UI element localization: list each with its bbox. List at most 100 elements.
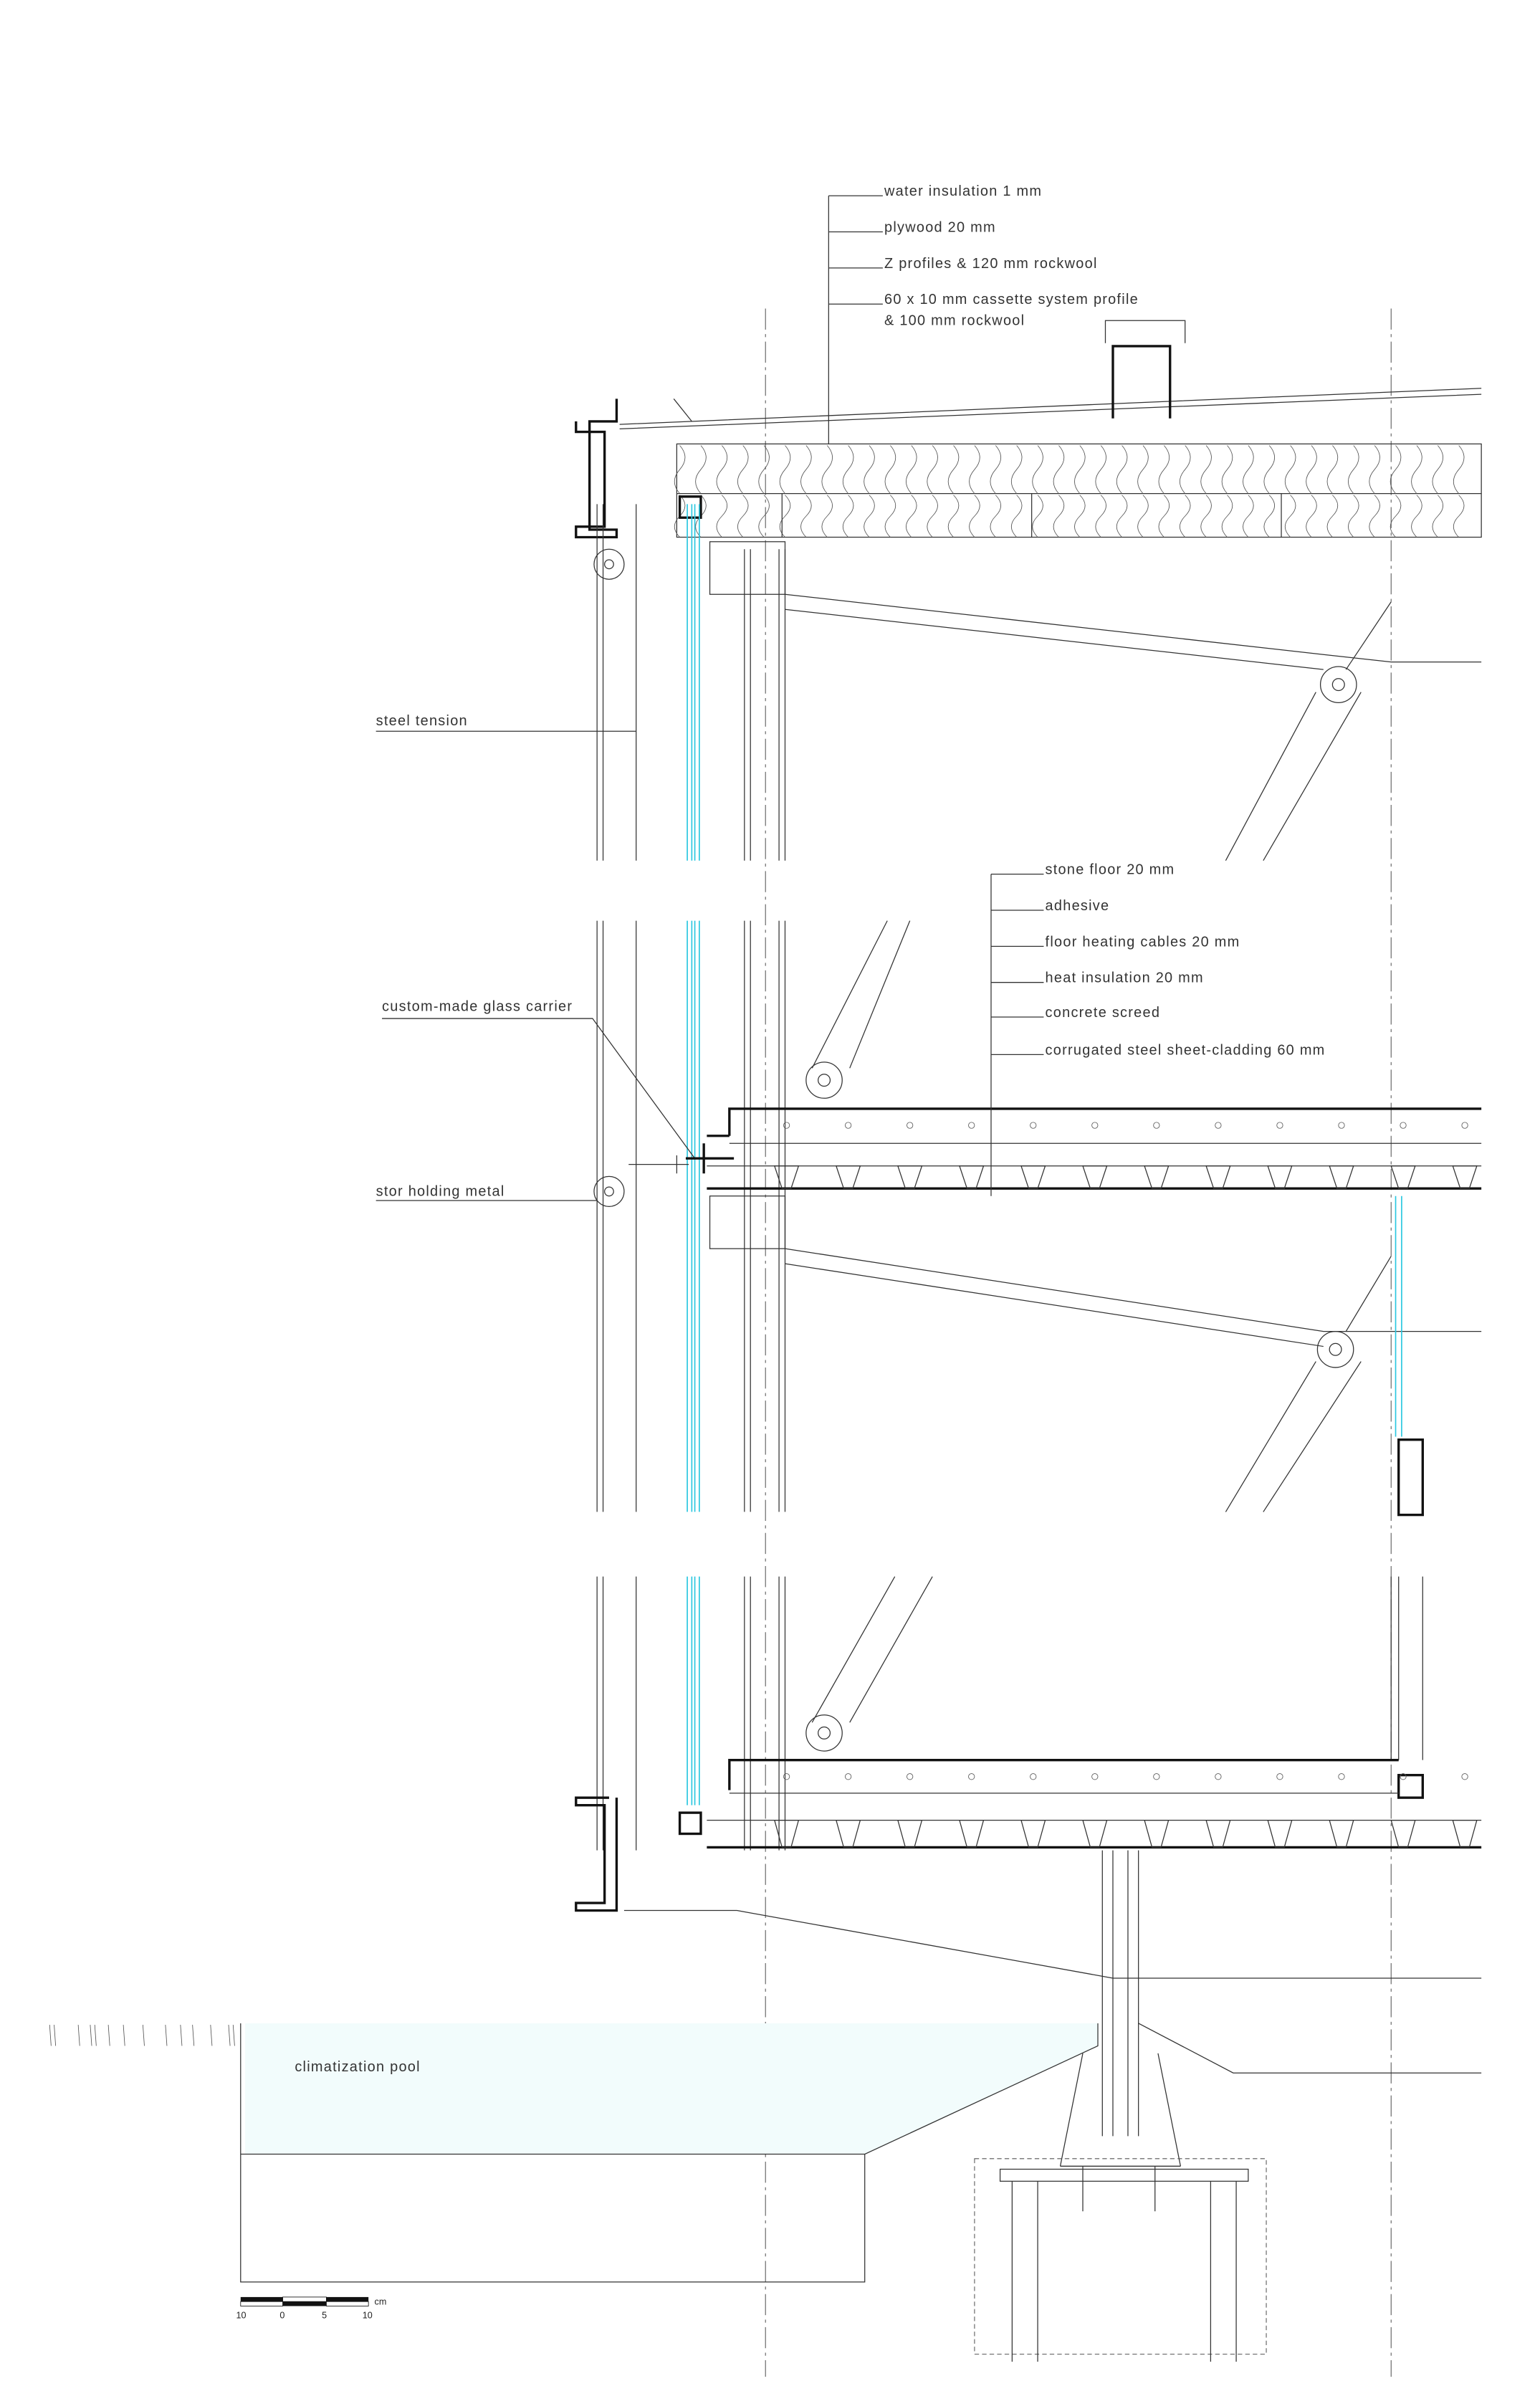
heating-cable (783, 1773, 790, 1780)
hatch-stroke (123, 2025, 125, 2046)
roof-insulation-band (676, 443, 1482, 538)
roof-edge (673, 399, 692, 422)
heating-cable (845, 1773, 852, 1780)
heating-cable (968, 1773, 975, 1780)
deck-rib (897, 1820, 923, 1848)
heating-cable (1215, 1773, 1222, 1780)
rockwool-wave (1326, 445, 1339, 538)
rockwool-wave (1053, 445, 1065, 538)
heating-cable (1461, 1122, 1468, 1129)
rockwool-wave (1432, 445, 1444, 538)
rockwool-wave (1116, 445, 1128, 538)
roof-upstand (1111, 345, 1172, 419)
rockwool-wave (674, 445, 686, 538)
heating-cable (1338, 1773, 1345, 1780)
bottom-beam (623, 1909, 1482, 1979)
rockwool-wave (1074, 445, 1086, 538)
deck-rib (1329, 1820, 1354, 1848)
deck-rib (959, 1165, 985, 1189)
mid-truss-chord (785, 1248, 1482, 1347)
rockwool-wave (1243, 445, 1254, 538)
brace-upper (1225, 601, 1392, 862)
heating-cable (1153, 1773, 1160, 1780)
facade-verticals (596, 504, 786, 1851)
brace-bottom (811, 1576, 933, 1723)
deck-rib (1390, 1820, 1416, 1848)
rockwool-wave (821, 445, 833, 538)
heating-cable (968, 1122, 975, 1129)
rockwool-wave (842, 445, 854, 538)
diagonal-braces (623, 601, 1482, 1979)
heating-cable (1276, 1122, 1283, 1129)
label-adhesive: adhesive (1046, 898, 1110, 914)
heating-cable (1338, 1122, 1345, 1129)
hatch-stroke (94, 2025, 97, 2046)
label-heat-insulation: heat insulation 20 mm (1046, 970, 1204, 986)
glass-carrier-rod (628, 1155, 689, 1174)
deck-rib (1082, 1820, 1108, 1848)
label-rockwool: & 100 mm rockwool (884, 313, 1025, 329)
edge-channel (575, 1796, 618, 1912)
deck-rib (836, 1820, 861, 1848)
scale-tick: 10 (236, 2310, 246, 2320)
heating-cable (1091, 1773, 1099, 1780)
label-stor-holding: stor holding metal (376, 1184, 505, 1200)
brace-pin (805, 1061, 843, 1099)
scale-tick: 10 (363, 2310, 373, 2320)
label-glass-carrier: custom-made glass carrier (382, 999, 573, 1015)
roof-edge-tube (678, 495, 702, 519)
rockwool-wave (906, 445, 917, 538)
roof-membrane (619, 388, 1482, 430)
rockwool-wave (1390, 445, 1402, 538)
rockwool-wave (990, 445, 1002, 538)
floor-slab-middle (707, 1107, 1482, 1249)
glass-carrier-cross (685, 1143, 735, 1174)
deck-rib (1205, 1165, 1231, 1189)
deck-rib (897, 1165, 923, 1189)
brace-pin (1316, 1330, 1354, 1368)
rockwool-wave (1348, 445, 1359, 538)
deck-rib (773, 1165, 800, 1189)
deck-rib (835, 1165, 861, 1189)
scale-unit: cm (375, 2296, 387, 2306)
label-stone-floor: stone floor 20 mm (1046, 862, 1175, 878)
hatch-stroke (77, 2025, 80, 2046)
brace-mid (811, 920, 911, 1069)
heating-cable (1215, 1122, 1222, 1129)
label-floor-heating: floor heating cables 20 mm (1046, 934, 1240, 950)
rockwool-wave (1284, 445, 1296, 538)
hatch-stroke (107, 2025, 110, 2046)
heating-cable (1153, 1122, 1160, 1129)
rockwool-hatch (674, 445, 1465, 538)
rockwool-wave (1158, 445, 1170, 538)
roof-truss-chord (785, 593, 1482, 670)
hatch-stroke (232, 2025, 235, 2046)
hatch-stroke (210, 2025, 213, 2046)
deck-rib (1144, 1820, 1170, 1848)
deck-rib (1020, 1820, 1046, 1848)
rockwool-wave (695, 445, 707, 538)
hatch-stroke (228, 2025, 231, 2046)
parapet-channel (575, 399, 618, 539)
scale-tick: 5 (322, 2310, 327, 2320)
heating-cable (1030, 1773, 1037, 1780)
label-steel-tension: steel tension (376, 713, 468, 729)
rockwool-wave (969, 445, 980, 538)
label-concrete-screed: concrete screed (1046, 1005, 1161, 1021)
floor-label-group: stone floor 20 mm adhesive floor heating… (990, 862, 1324, 1196)
hatch-stroke (54, 2025, 57, 2046)
floor-beam-head (709, 1196, 786, 1249)
heating-cable (907, 1773, 914, 1780)
scale-bar: 10 0 5 10 cm (236, 2296, 386, 2320)
roof-cap (1104, 320, 1186, 343)
roof-label-group: water insulation 1 mm plywood 20 mm Z pr… (828, 183, 1138, 444)
rockwool-wave (1221, 445, 1233, 538)
deck-rib (1144, 1165, 1170, 1189)
deck-rib (1452, 1820, 1478, 1848)
label-z-profiles: Z profiles & 120 mm rockwool (884, 256, 1098, 272)
heating-cable (1400, 1773, 1407, 1780)
rockwool-wave (758, 445, 770, 538)
scale-tick: 0 (279, 2310, 284, 2320)
deck-rib (1452, 1165, 1478, 1189)
